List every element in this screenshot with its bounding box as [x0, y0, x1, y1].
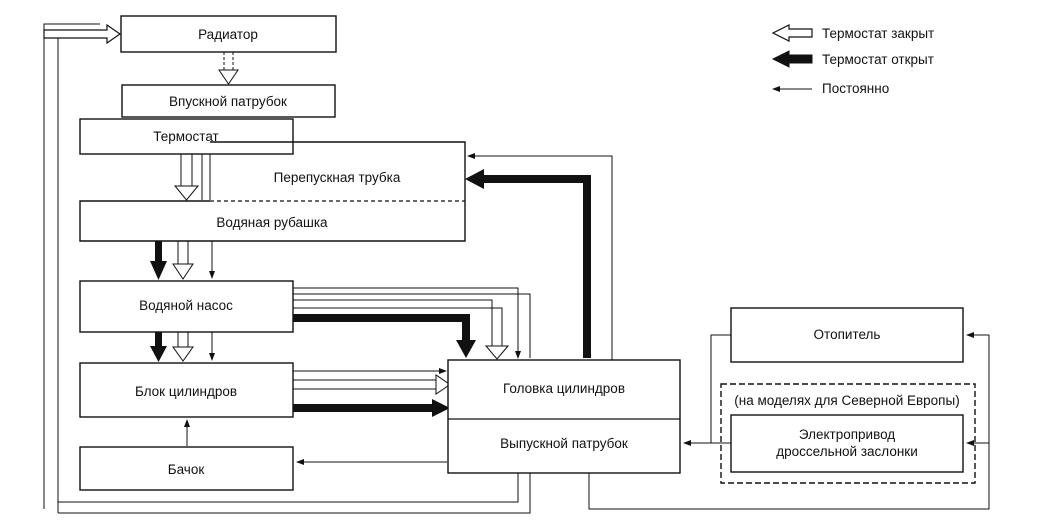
north-europe-dashed-frame	[720, 383, 976, 484]
cylinder-block-label: Блок цилиндров	[135, 384, 237, 399]
heater-box	[730, 307, 964, 363]
block-to-head-flows	[293, 368, 451, 417]
radiator-label: Радиатор	[198, 27, 258, 42]
tank-box	[79, 446, 294, 491]
water-jacket-label: Водяная рубашка	[216, 215, 328, 230]
water-pump-box	[79, 280, 294, 333]
cylinder-head-box	[447, 359, 681, 474]
north-europe-label: (на моделях для Северной Европы)	[734, 393, 959, 408]
heater-loop-lines	[588, 332, 990, 510]
radiator-to-inlet-arrow	[218, 52, 239, 85]
inlet-pipe-box	[121, 84, 336, 118]
bypass-pipe-label: Перепускная трубка	[274, 170, 401, 185]
thermostat-box	[79, 118, 294, 155]
head-to-bypass-flows	[465, 153, 613, 360]
throttle-actuator-label-2: дроссельной заслонки	[776, 444, 918, 459]
legend-constant-label: Постоянно	[822, 81, 889, 96]
legend-open-label: Термостат открыт	[822, 52, 934, 67]
thermostat-label: Термостат	[153, 129, 218, 144]
throttle-actuator-label-1: Электропривод	[799, 427, 895, 442]
pump-to-head-flows	[293, 287, 531, 360]
legend-open-arrow-icon	[771, 24, 813, 42]
throttle-actuator-box	[730, 414, 964, 473]
legend: Термостат закрыт Термостат открыт Постоя…	[771, 24, 934, 96]
pump-to-block-arrows	[150, 332, 215, 362]
bypass-and-jacket	[79, 141, 466, 242]
tank-label: Бачок	[168, 462, 205, 477]
inlet-pipe-label: Впускной патрубок	[169, 94, 287, 109]
outlet-pipe-label: Выпускной патрубок	[500, 436, 628, 451]
cylinder-block-box	[79, 362, 294, 418]
water-pump-label: Водяной насос	[139, 298, 233, 313]
radiator-box	[120, 15, 337, 53]
cylinder-head-label: Головка цилиндров	[503, 381, 625, 396]
thermostat-to-jacket-arrow	[173, 154, 211, 201]
jacket-to-pump-arrows	[150, 241, 215, 280]
legend-filled-arrow-icon	[771, 50, 813, 68]
legend-closed-label: Термостат закрыт	[822, 26, 934, 41]
heater-label: Отопитель	[814, 327, 881, 342]
